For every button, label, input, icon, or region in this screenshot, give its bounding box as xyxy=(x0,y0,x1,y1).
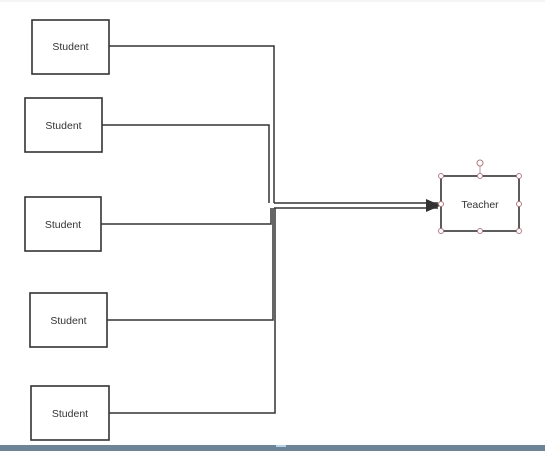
student-label: Student xyxy=(50,315,86,327)
student-label: Student xyxy=(45,120,81,132)
resize-handle-nw[interactable] xyxy=(438,173,444,179)
edge-student-4[interactable] xyxy=(107,208,274,321)
rotate-handle-icon[interactable] xyxy=(476,159,484,167)
resize-handle-n[interactable] xyxy=(477,173,483,179)
arrowhead-icon xyxy=(426,199,441,212)
teacher-node[interactable]: Teacher xyxy=(438,159,522,234)
edge-student-2[interactable] xyxy=(102,124,270,203)
status-bar xyxy=(0,445,545,451)
student-label: Student xyxy=(52,41,88,53)
resize-handle-ne[interactable] xyxy=(516,173,522,179)
resize-handle-sw[interactable] xyxy=(438,228,444,234)
edge-student-1[interactable] xyxy=(109,45,275,203)
student-node-2[interactable]: Student xyxy=(24,97,103,153)
edge-student-5[interactable] xyxy=(109,208,276,414)
student-node-5[interactable]: Student xyxy=(30,385,110,441)
student-label: Student xyxy=(52,408,88,420)
teacher-label: Teacher xyxy=(461,199,499,211)
student-node-3[interactable]: Student xyxy=(24,196,102,252)
resize-handle-w[interactable] xyxy=(438,201,444,207)
status-bar-accent xyxy=(276,445,286,447)
student-node-1[interactable]: Student xyxy=(31,19,110,75)
student-node-4[interactable]: Student xyxy=(29,292,108,348)
resize-handle-s[interactable] xyxy=(477,228,483,234)
resize-handle-se[interactable] xyxy=(516,228,522,234)
top-border xyxy=(0,0,545,2)
edges xyxy=(101,45,441,414)
resize-handle-e[interactable] xyxy=(516,201,522,207)
student-label: Student xyxy=(45,219,81,231)
edge-student-3[interactable] xyxy=(101,208,272,225)
